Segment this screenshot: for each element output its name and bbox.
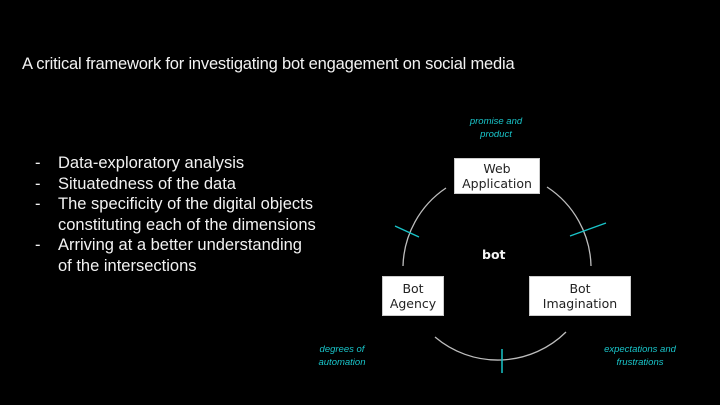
arc-left: [402, 187, 447, 267]
bullet-marker: -: [35, 195, 41, 213]
tick-left: [394, 225, 420, 238]
bullet-marker: -: [35, 236, 41, 254]
node-label: Imagination: [542, 296, 618, 311]
annotation-line: degrees of: [319, 344, 365, 355]
bullet-item: - Situatedness of the data: [35, 174, 316, 195]
bullet-text: Arriving at a better understanding: [58, 236, 302, 254]
arc-bottom: [434, 331, 567, 361]
annotation-line: frustrations: [616, 356, 664, 368]
bullet-marker: -: [35, 154, 41, 172]
bullet-list: - Data-exploratory analysis - Situatedne…: [35, 153, 316, 276]
bullet-marker: -: [35, 174, 41, 193]
bullet-item: - The specificity of the digital objects…: [35, 194, 316, 235]
arc-right: [546, 186, 592, 267]
node-label: Bot: [402, 281, 424, 296]
node-bot-agency: Bot Agency: [382, 276, 444, 316]
bullet-item: - Arriving at a better understanding of …: [35, 235, 316, 276]
bullet-text: Situatedness of the data: [58, 174, 236, 193]
node-label: Application: [462, 176, 532, 191]
annotation-automation: degrees of automation: [306, 344, 378, 369]
annotation-promise: promise and product: [460, 116, 532, 141]
node-label: Agency: [389, 296, 437, 311]
annotation-line: promise and: [469, 116, 523, 127]
annotation-line: automation: [318, 356, 366, 368]
annotation-line: product: [480, 128, 512, 140]
bullet-text-continued: of the intersections: [58, 256, 197, 275]
bullet-item: - Data-exploratory analysis: [35, 153, 316, 174]
node-label: Web: [483, 161, 511, 176]
bullet-text-continued: constituting each of the dimensions: [58, 215, 316, 234]
annotation-expectations: expectations and frustrations: [596, 344, 684, 369]
bullet-text: The specificity of the digital objects: [58, 195, 313, 213]
tick-right: [569, 222, 607, 237]
slide-title: A critical framework for investigating b…: [22, 55, 515, 73]
node-web-application: Web Application: [454, 158, 540, 194]
node-label: Bot: [569, 281, 591, 296]
node-bot-imagination: Bot Imagination: [529, 276, 631, 316]
annotation-line: expectations and: [604, 344, 676, 355]
bullet-text: Data-exploratory analysis: [58, 154, 245, 172]
center-label-bot: bot: [482, 247, 506, 262]
